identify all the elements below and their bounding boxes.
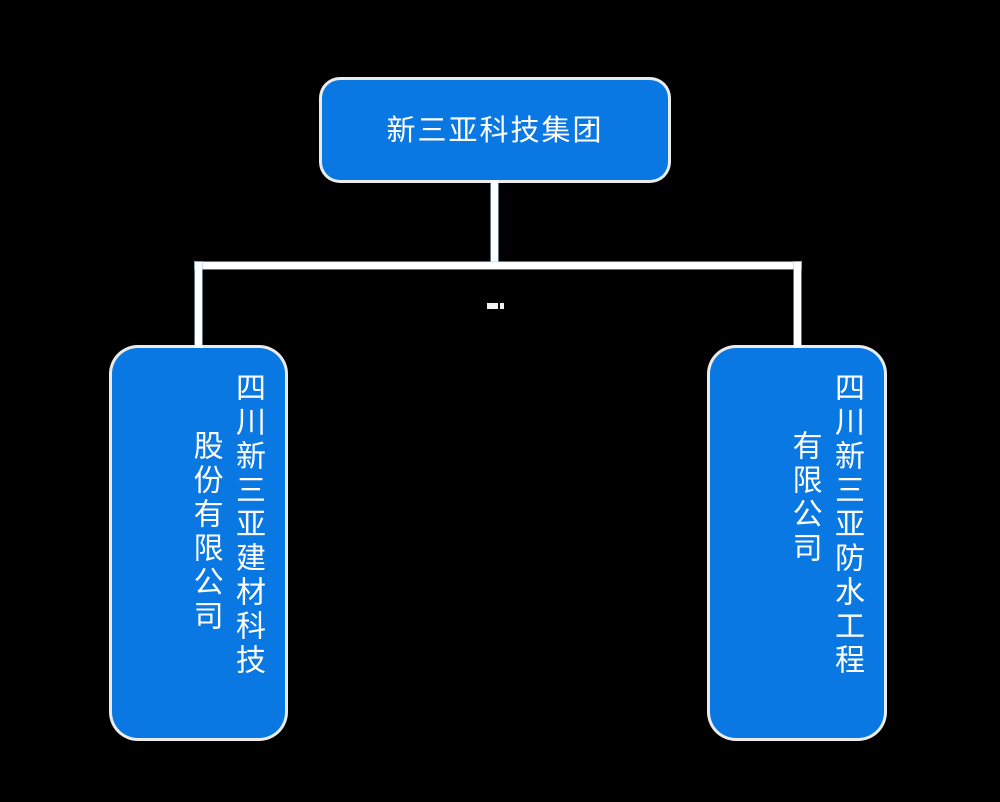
center-artifact-mark: [487, 303, 504, 309]
node-right-label-column-1: 四川新三亚防水工程: [829, 372, 864, 678]
node-right-label-column-2: 有限公司: [786, 430, 822, 566]
node-subsidiary-building-materials[interactable]: 四川新三亚建材科技 股份有限公司: [112, 348, 285, 738]
connector-root-vertical: [491, 178, 498, 268]
node-root-label: 新三亚科技集团: [386, 112, 604, 147]
node-left-label-column-2: 股份有限公司: [187, 430, 223, 634]
node-root-group[interactable]: 新三亚科技集团: [322, 80, 668, 180]
connector-right-vertical: [794, 262, 801, 354]
node-left-label-column-1: 四川新三亚建材科技: [230, 372, 265, 678]
connector-left-vertical: [195, 262, 202, 354]
node-subsidiary-waterproofing[interactable]: 四川新三亚防水工程 有限公司: [710, 348, 884, 738]
connector-horizontal-bus: [195, 262, 801, 269]
